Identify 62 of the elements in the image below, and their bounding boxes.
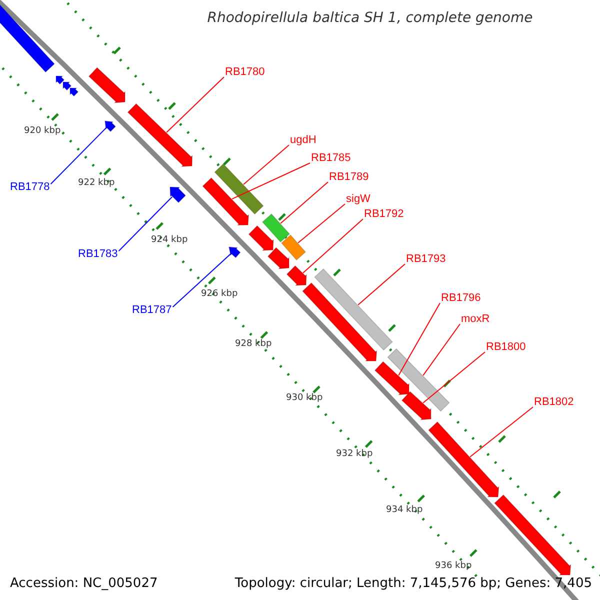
gene-label: sigW [346,193,370,206]
gene-feature-pointed [88,67,126,104]
map-title: Rhodopirellula baltica SH 1, complete genome [206,9,534,28]
scale-label: 928 kbp [235,338,272,351]
gene-feature-pointed [267,247,290,270]
gene-feature-pointed [170,186,186,204]
gene-label: RB1789 [329,171,369,184]
genome-stats-text: Topology: circular; Length: 7,145,576 bp; Genes: 7,405 [234,575,592,593]
leader-line [50,127,107,184]
gene-label: RB1800 [486,341,526,354]
gene-feature-pointed [302,282,378,362]
scale-label: 936 kbp [435,560,472,573]
leader-line [166,76,224,133]
leader-line [422,352,486,404]
scale-label: 926 kbp [201,288,238,301]
scale-label: 930 kbp [286,392,323,405]
leader-line [302,218,364,274]
gene-label: ugdH [290,134,316,147]
scale-label: 922 kbp [78,177,115,190]
gene-label: RB1793 [406,253,446,266]
gene-feature-pointed [56,76,65,85]
leader-line [398,302,440,376]
gene-label: RB1792 [364,208,404,221]
accession-text: Accession: NC_005027 [10,575,158,593]
gene-feature-pointed [494,494,572,576]
gene-label: RB1780 [225,66,265,79]
leader-line [470,406,534,458]
gene-label: moxR [461,313,490,326]
leader-line [118,196,173,252]
leader-line [172,253,232,308]
leader-line [298,204,346,244]
leader-line [358,264,406,306]
gene-label: RB1802 [534,396,574,409]
leader-line [422,324,460,376]
gene-feature [214,163,264,215]
gene-feature-pointed [248,225,274,251]
gene-feature-pointed [374,361,410,396]
gene-feature-pointed [104,120,116,132]
leader-line [232,162,310,200]
leader-line [280,182,328,224]
gene-feature [314,268,393,351]
gene-feature [280,234,306,261]
leader-line [243,144,290,185]
gene-label: RB1787 [132,304,172,317]
gene-feature-pointed [62,82,72,91]
gene-label: RB1778 [10,181,50,194]
gene-feature-pointed [428,421,500,498]
gene-label: RB1783 [78,248,118,261]
gene-feature [387,348,450,412]
scale-label: 934 kbp [386,504,423,517]
gene-feature-pointed [401,391,432,420]
gene-feature-pointed [127,103,193,167]
gene-label: RB1796 [441,292,481,305]
scale-label: 932 kbp [336,448,373,461]
gene-feature-pointed [202,177,250,226]
scale-label: 920 kbp [24,125,61,138]
gene-feature-pointed [286,265,307,286]
gene-feature-pointed [228,246,241,258]
scale-label: 924 kbp [151,234,188,247]
gene-feature-pointed [70,88,79,97]
gene-label: RB1785 [311,152,351,165]
gene-feature [262,213,290,243]
